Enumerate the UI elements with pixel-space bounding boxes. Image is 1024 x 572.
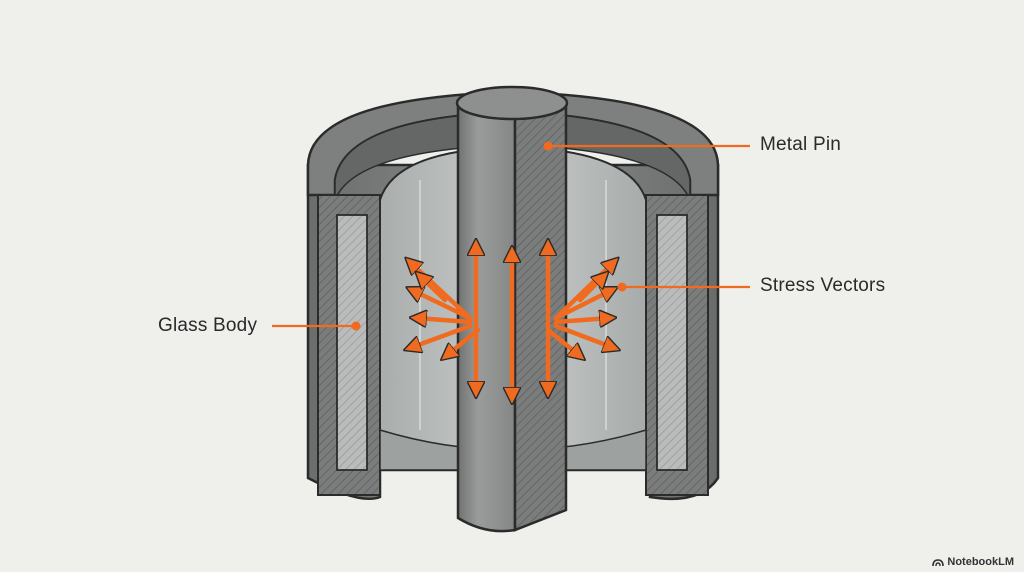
stress-arrow bbox=[412, 290, 473, 321]
leader-dot-glass bbox=[351, 321, 361, 331]
leader-dot-stress bbox=[617, 282, 627, 292]
metal-pin bbox=[455, 85, 569, 533]
watermark: NotebookLM bbox=[932, 556, 1014, 568]
stress-arrow bbox=[553, 323, 614, 348]
label-metal-pin: Metal Pin bbox=[760, 134, 842, 155]
stress-arrow bbox=[410, 323, 473, 348]
stress-vectors bbox=[410, 245, 614, 398]
stress-arrow bbox=[553, 290, 612, 321]
stress-arrow bbox=[420, 276, 448, 303]
stress-arrow bbox=[577, 276, 604, 303]
leader-dot-metal-pin bbox=[543, 141, 553, 151]
stress-arrow bbox=[446, 327, 481, 356]
stress-arrow bbox=[416, 318, 473, 322]
stress-arrow bbox=[553, 318, 610, 322]
stress-arrow bbox=[545, 327, 580, 356]
label-stress-vectors: Stress Vectors bbox=[760, 275, 886, 296]
callout-leaders bbox=[272, 141, 750, 331]
label-glass-body: Glass Body bbox=[158, 315, 258, 336]
watermark-text: NotebookLM bbox=[947, 556, 1014, 568]
notebooklm-logo-icon bbox=[932, 558, 945, 566]
